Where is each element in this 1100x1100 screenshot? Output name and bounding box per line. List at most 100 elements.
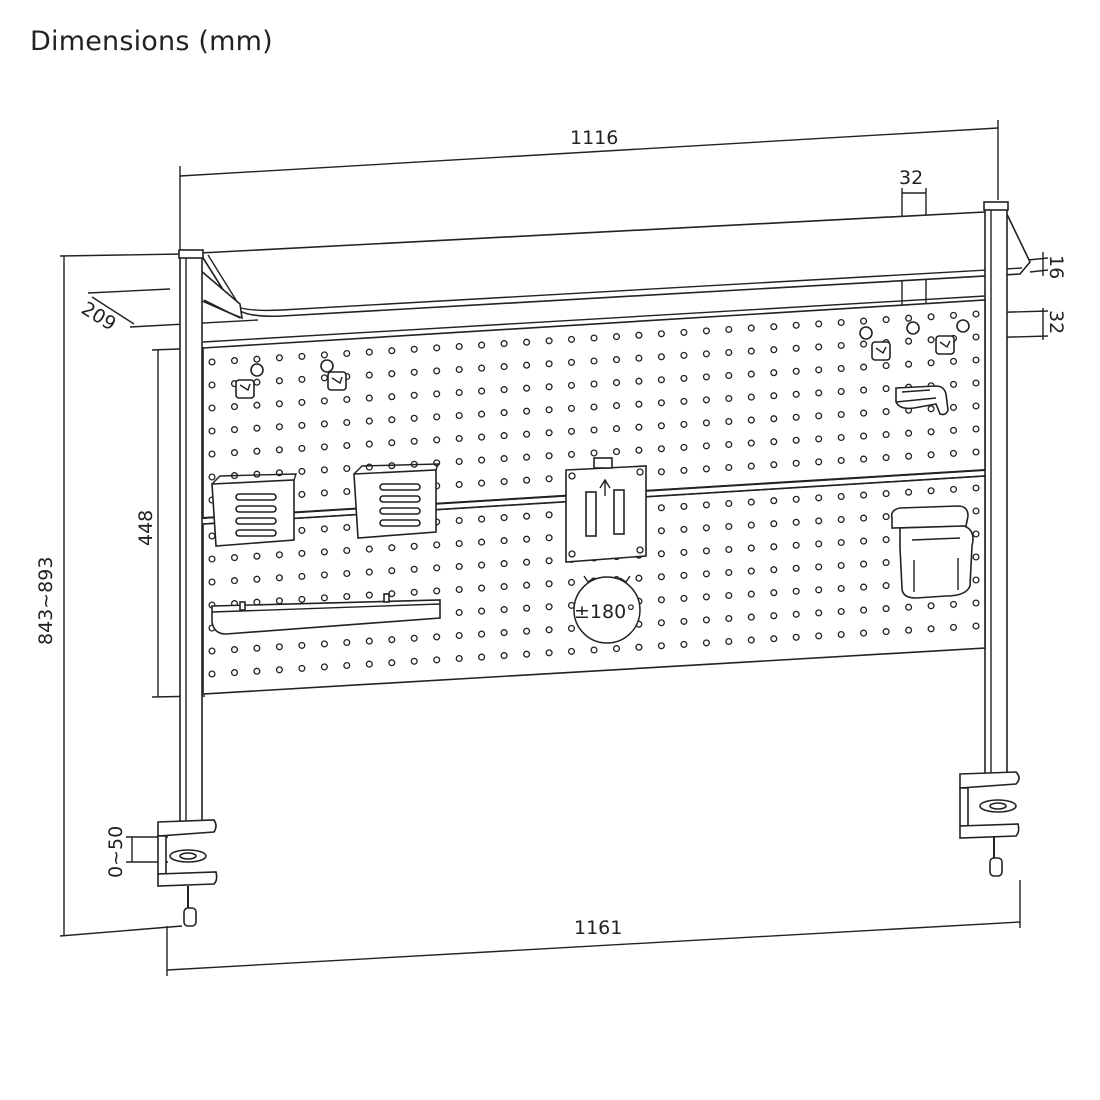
peg-hole — [567, 624, 576, 632]
peg-hole — [478, 607, 486, 615]
peg-hole — [949, 485, 958, 493]
peg-hole — [702, 419, 710, 427]
peg-hole — [949, 623, 958, 631]
peg-hole — [410, 391, 418, 399]
peg-hole — [837, 630, 845, 639]
peg-hole — [927, 487, 935, 495]
peg-hole — [298, 641, 306, 649]
peg-hole — [500, 432, 508, 440]
dim-448-label: 448 — [135, 510, 157, 546]
hook-right-3 — [935, 319, 970, 355]
peg-hole — [792, 390, 800, 398]
peg-hole — [433, 656, 441, 664]
peg-hole — [770, 392, 778, 400]
peg-hole — [545, 557, 553, 565]
peg-hole — [523, 650, 531, 658]
peg-hole — [837, 433, 845, 442]
peg-hole — [747, 347, 755, 355]
peg-hole — [455, 608, 463, 617]
peg-hole — [882, 628, 890, 636]
hook-right-1 — [859, 326, 891, 361]
peg-hole — [927, 359, 935, 367]
peg-hole — [478, 456, 486, 464]
peg-hole — [837, 561, 845, 570]
peg-hole — [320, 374, 328, 382]
peg-hole — [298, 549, 306, 557]
peg-hole — [927, 625, 935, 633]
peg-hole — [523, 338, 531, 346]
peg-hole — [365, 660, 373, 668]
peg-hole — [792, 541, 800, 549]
peg-hole — [792, 413, 800, 421]
peg-hole — [815, 609, 823, 617]
peg-hole — [635, 574, 643, 582]
peg-hole — [410, 634, 418, 642]
peg-hole — [680, 466, 688, 474]
peg-hole — [433, 344, 441, 352]
peg-hole — [455, 585, 463, 594]
peg-hole — [253, 552, 261, 560]
peg-hole — [972, 333, 980, 341]
dim-32-h-label: 32 — [899, 167, 923, 189]
peg-hole — [320, 351, 328, 359]
top-shelf — [198, 207, 1031, 320]
peg-hole — [545, 429, 553, 437]
peg-hole — [455, 457, 463, 466]
hook-left-1 — [235, 363, 264, 399]
peg-hole — [433, 633, 441, 641]
peg-hole — [455, 631, 463, 640]
peg-hole — [320, 466, 328, 474]
peg-hole — [275, 574, 283, 582]
peg-hole — [410, 588, 418, 596]
peg-hole — [770, 497, 778, 505]
peg-hole — [567, 450, 576, 458]
peg-hole — [725, 371, 733, 380]
peg-hole — [523, 430, 531, 438]
peg-hole — [860, 537, 868, 545]
peg-hole — [860, 317, 868, 325]
peg-hole — [545, 626, 553, 634]
peg-hole — [725, 637, 733, 646]
peg-hole — [410, 565, 418, 573]
peg-hole — [747, 498, 755, 506]
peg-hole — [949, 403, 958, 411]
peg-hole — [837, 538, 845, 547]
peg-hole — [770, 461, 778, 469]
right-post — [983, 201, 1009, 783]
peg-hole — [815, 343, 823, 351]
peg-hole — [815, 366, 823, 374]
peg-hole — [275, 423, 283, 431]
peg-hole — [275, 354, 283, 362]
peg-hole — [612, 448, 621, 456]
peg-hole — [680, 594, 688, 602]
peg-hole — [837, 410, 845, 419]
peg-hole — [208, 404, 216, 412]
peg-hole — [837, 318, 845, 327]
peg-hole — [320, 663, 328, 671]
peg-hole — [523, 384, 531, 392]
peg-hole — [657, 468, 665, 476]
peg-hole — [388, 636, 396, 644]
peg-hole — [815, 458, 823, 466]
peg-hole — [860, 340, 868, 348]
peg-hole — [702, 524, 710, 532]
peg-hole — [320, 548, 328, 556]
peg-hole — [635, 400, 643, 408]
peg-hole — [365, 568, 373, 576]
peg-hole — [657, 642, 665, 650]
peg-hole — [478, 341, 486, 349]
peg-hole — [343, 569, 351, 578]
peg-hole — [837, 584, 845, 593]
peg-hole — [545, 580, 553, 588]
peg-hole — [882, 316, 890, 324]
peg-hole — [230, 577, 239, 585]
peg-hole — [635, 377, 643, 385]
peg-hole — [927, 602, 935, 610]
peg-hole — [298, 398, 306, 406]
peg-hole — [972, 425, 980, 433]
peg-hole — [343, 638, 351, 647]
peg-hole — [860, 455, 868, 463]
peg-hole — [478, 364, 486, 372]
dim-overall-width: 1116 — [179, 120, 999, 252]
dim-843-893-label: 843~893 — [35, 557, 57, 645]
